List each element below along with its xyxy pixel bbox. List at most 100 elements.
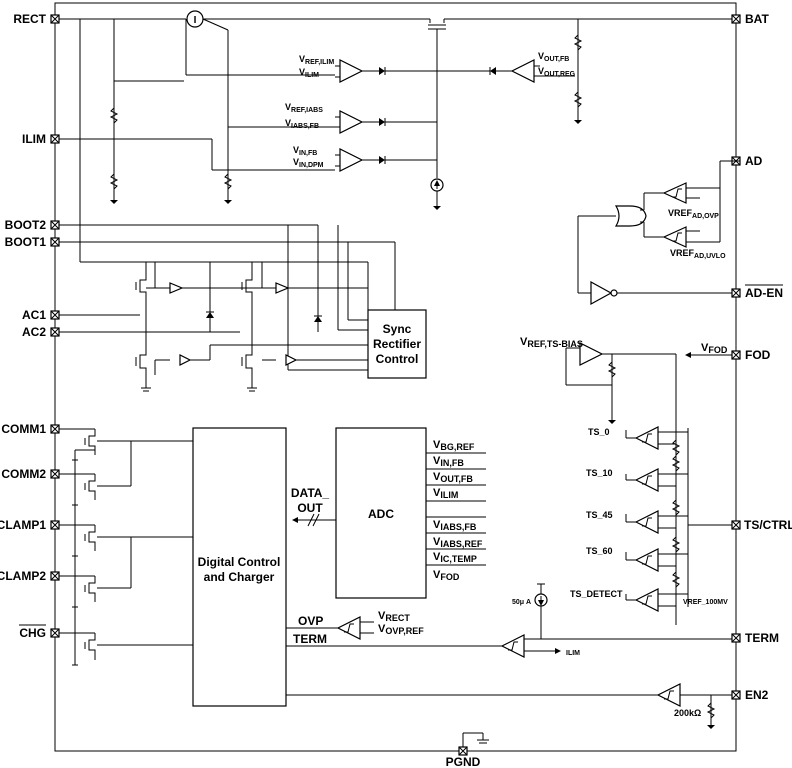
ground-icon bbox=[224, 200, 232, 204]
ts-comparator bbox=[625, 468, 688, 492]
pin-clamp1[interactable]: CLAMP1 bbox=[0, 518, 60, 532]
pin-term[interactable]: TERM bbox=[731, 631, 779, 645]
comp-ovp-ref: VOVP,REF bbox=[378, 623, 424, 636]
adc-inputs bbox=[426, 452, 486, 566]
resistor-icon bbox=[706, 702, 716, 719]
adc-in-vilim: VILIM bbox=[433, 487, 458, 500]
pin-ilim[interactable]: ILIM bbox=[22, 132, 60, 146]
adc-label: ADC bbox=[368, 507, 394, 521]
open-drain-fet-comm1 bbox=[59, 428, 193, 461]
sync-label-2: Rectifier bbox=[373, 337, 421, 351]
pin-ilim-label: ILIM bbox=[22, 132, 46, 146]
ilim-comparator bbox=[335, 59, 437, 83]
pin-en2[interactable]: EN2 bbox=[731, 688, 769, 702]
rectifier-fet-icon bbox=[135, 315, 368, 392]
pin-term-label: TERM bbox=[745, 631, 779, 645]
current-source-icon bbox=[534, 583, 548, 639]
ad-uvlo-comparator bbox=[643, 222, 720, 248]
pin-chg[interactable]: CHG bbox=[19, 624, 60, 640]
pin-ad-en-label: AD-EN bbox=[745, 286, 783, 300]
pin-ac1-label: AC1 bbox=[22, 308, 46, 322]
digital-label-2: and Charger bbox=[204, 570, 275, 584]
pin-ad-label: AD bbox=[745, 154, 763, 168]
adc-block bbox=[335, 427, 427, 599]
pin-bat[interactable]: BAT bbox=[731, 12, 769, 26]
vref-ad-uvlo-label: VREFAD,UVLO bbox=[670, 248, 726, 260]
diode-icon bbox=[206, 312, 214, 318]
ts-60-label: TS_60 bbox=[586, 546, 613, 556]
pin-comm2[interactable]: COMM2 bbox=[1, 467, 60, 481]
resistor-icon bbox=[671, 455, 681, 472]
vfod-label: VFOD bbox=[701, 342, 728, 355]
comp-vin-fb: VIN,FB bbox=[293, 145, 317, 157]
pin-ac1[interactable]: AC1 bbox=[22, 308, 60, 322]
pgnd-ground-icon bbox=[462, 732, 489, 747]
ts-comparator bbox=[625, 510, 688, 534]
rectifier-fet-icon bbox=[241, 332, 368, 392]
resistor-icon bbox=[223, 173, 233, 190]
ts-10-label: TS_10 bbox=[586, 468, 613, 478]
diode-icon bbox=[379, 118, 385, 126]
resistor-icon bbox=[573, 91, 583, 108]
r-200k-label: 200kΩ bbox=[674, 708, 701, 718]
pin-boot1[interactable]: BOOT1 bbox=[5, 235, 60, 249]
ts-bias-buffer bbox=[565, 342, 676, 424]
term-comparator bbox=[286, 634, 732, 658]
adc-in-vfod: VFOD bbox=[433, 569, 460, 582]
pin-clamp2[interactable]: CLAMP2 bbox=[0, 569, 60, 583]
ts-comparator bbox=[625, 426, 688, 450]
adc-in-viabs-ref: VIABS,REF bbox=[433, 536, 483, 549]
diode-icon bbox=[379, 156, 385, 164]
pin-pgnd[interactable]: PGND bbox=[446, 746, 481, 768]
pin-rect[interactable]: RECT bbox=[13, 12, 60, 26]
pin-clamp2-label: CLAMP2 bbox=[0, 569, 46, 583]
open-drain-fet-chg bbox=[59, 632, 193, 666]
comp-vout-reg: VOUT,REG bbox=[538, 66, 576, 78]
pin-boot1-label: BOOT1 bbox=[5, 235, 47, 249]
ts-comparator bbox=[625, 588, 688, 612]
pin-fod[interactable]: FOD bbox=[731, 348, 771, 362]
comp-ovp-rect: VRECT bbox=[378, 610, 410, 623]
comp-vin-dpm: VIN,DPM bbox=[293, 157, 324, 169]
adc-in-vin: VIN,FB bbox=[433, 455, 464, 468]
pin-rect-label: RECT bbox=[13, 12, 46, 26]
vout-comparator bbox=[437, 59, 575, 83]
open-drain-fet-clamp1 bbox=[59, 524, 193, 557]
vref-ad-ovp-label: VREFAD,OVP bbox=[668, 208, 719, 220]
pin-en2-label: EN2 bbox=[745, 688, 769, 702]
rectifier-fet-icon bbox=[241, 262, 290, 332]
ground-icon bbox=[608, 420, 616, 424]
sync-label-3: Control bbox=[376, 352, 419, 366]
comp-ilim-ref: VREF,ILIM bbox=[299, 54, 334, 66]
resistor-icon bbox=[671, 439, 681, 456]
adc-in-viabs-fb: VIABS,FB bbox=[433, 519, 477, 532]
pin-comm1[interactable]: COMM1 bbox=[1, 422, 60, 436]
pin-ts-ctrl[interactable]: TS/CTRL bbox=[731, 518, 792, 532]
pin-ad-en[interactable]: AD-EN bbox=[731, 284, 783, 300]
pin-ts-ctrl-label: TS/CTRL bbox=[744, 518, 792, 532]
digital-label-1: Digital Control bbox=[198, 555, 281, 569]
resistor-icon bbox=[671, 536, 681, 553]
diode-icon bbox=[490, 67, 496, 75]
current-src-label: 50μ A bbox=[512, 599, 531, 606]
pin-clamp1-label: CLAMP1 bbox=[0, 518, 46, 532]
pin-ac2[interactable]: AC2 bbox=[22, 325, 60, 339]
or-gate-icon bbox=[614, 205, 647, 227]
pin-chg-label: CHG bbox=[19, 626, 46, 640]
pin-comm2-label: COMM2 bbox=[1, 467, 46, 481]
battery-fet-icon bbox=[427, 18, 446, 35]
diode-icon bbox=[314, 316, 322, 322]
resistor-icon bbox=[109, 173, 119, 190]
current-sense-icon: I bbox=[186, 10, 204, 28]
pin-boot2[interactable]: BOOT2 bbox=[5, 218, 60, 232]
comp-iabs-fb: VIABS,FB bbox=[285, 118, 319, 130]
vref-100mv-label: VREF_100MV bbox=[683, 599, 728, 606]
ts-detect-label: TS_DETECT bbox=[570, 589, 623, 599]
ad-en-inverter bbox=[590, 280, 732, 306]
comp-ilim-fb: VILIM bbox=[299, 67, 319, 79]
pin-comm1-label: COMM1 bbox=[1, 422, 46, 436]
digital-control-block bbox=[192, 427, 287, 707]
resistor-icon bbox=[607, 361, 617, 378]
pin-ac2-label: AC2 bbox=[22, 325, 46, 339]
pin-boot2-label: BOOT2 bbox=[5, 218, 47, 232]
